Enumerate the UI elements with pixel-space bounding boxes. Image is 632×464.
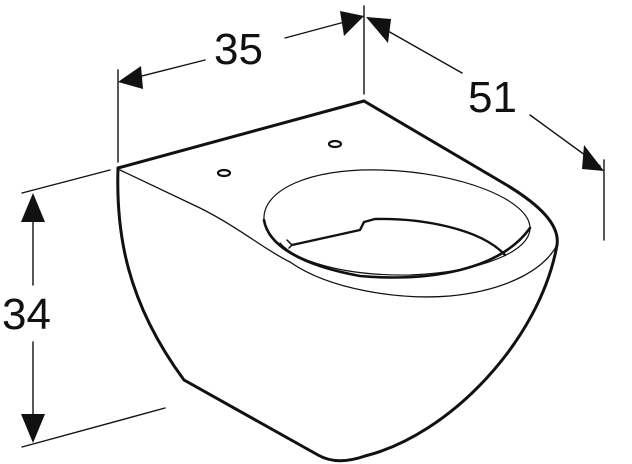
- arrowhead-icon: [340, 11, 364, 36]
- depth-label: 51: [468, 73, 517, 122]
- height-dimension: [21, 169, 166, 448]
- bowl-opening: [262, 169, 532, 279]
- width-dimension: [117, 5, 365, 163]
- depth-dimension: [366, 17, 605, 241]
- height-label: 34: [2, 290, 51, 339]
- mounting-hole-left: [216, 168, 232, 178]
- width-label: 35: [214, 25, 263, 74]
- arrowhead-icon: [118, 66, 143, 89]
- mounting-hole-right: [327, 139, 343, 149]
- arrowhead-icon: [21, 193, 45, 222]
- arrowhead-icon: [21, 414, 45, 443]
- arrowhead-icon: [366, 17, 391, 43]
- arrowhead-icon: [582, 145, 604, 171]
- toilet-body: [116, 99, 559, 463]
